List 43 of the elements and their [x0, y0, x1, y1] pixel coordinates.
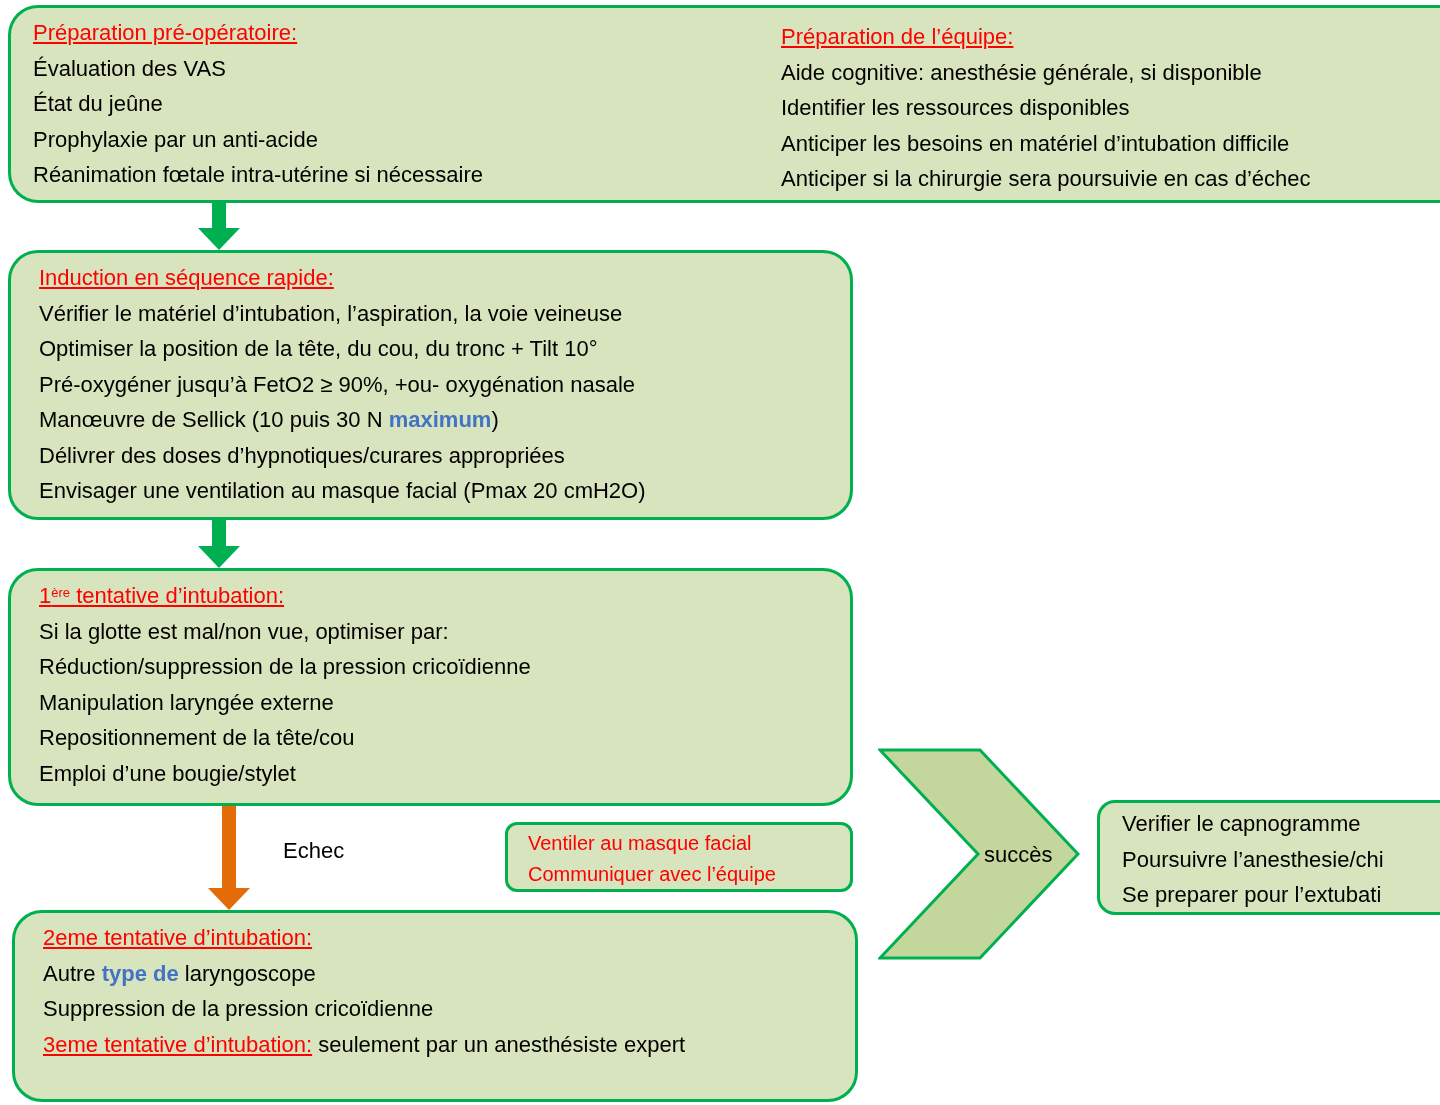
- process-box: [12, 910, 858, 1102]
- text-line: Anticiper les besoins en matériel d’intubation difficile: [781, 129, 1291, 158]
- note-box: [505, 822, 853, 892]
- note-line: Ventiler au masque facial: [528, 831, 753, 856]
- arrow: [198, 520, 240, 568]
- text-line: Identifier les ressources disponibles: [781, 94, 1131, 122]
- text-line: Optimiser la position de la tête, du cou, du tronc + Tilt 10°: [39, 335, 599, 363]
- text-line: Manœuvre de Sellick (10 puis 30 N maximum): [39, 406, 500, 434]
- section-heading: 2eme tentative d’intubation:: [43, 924, 314, 952]
- arrow: [198, 203, 240, 250]
- text-line: Évaluation des VAS: [33, 54, 227, 83]
- text-line: Vérifier le matériel d’intubation, l’aspiration, la voie veineuse: [39, 299, 624, 328]
- text-line: seulement par un anesthésiste expert: [318, 1031, 686, 1057]
- text-line: Envisager une ventilation au masque facial (Pmax 20 cmH2O): [39, 477, 647, 505]
- text-line: Repositionnement de la tête/cou: [39, 724, 356, 752]
- note-line: Communiquer avec l’équipe: [528, 862, 777, 887]
- section-heading: Préparation de l’équipe:: [781, 23, 1015, 51]
- arrow: [208, 806, 250, 910]
- section-heading: 1$^{ère}$ tentative d’intubation:: [39, 582, 286, 610]
- result-box: [1097, 800, 1440, 915]
- process-box: [8, 250, 853, 520]
- text-line: Prophylaxie par un anti-acide: [33, 125, 319, 154]
- section-heading: 3eme tentative d’intubation:: [43, 1031, 313, 1057]
- text-line: Autre type de laryngoscope: [43, 959, 317, 988]
- text-line: Poursuivre l’anesthesie/chi: [1122, 845, 1385, 874]
- text-line: Réduction/suppression de la pression cricoïdienne: [39, 653, 532, 681]
- text-line: Anticiper si la chirurgie sera poursuivie en cas d’échec: [781, 165, 1311, 193]
- text-line: Pré-oxygéner jusqu’à FetO2 ≥ 90%, +ou- oxygénation nasale: [39, 370, 637, 399]
- text-line: Délivrer des doses d’hypnotiques/curares appropriées: [39, 441, 566, 470]
- chevron-label: succès: [984, 841, 1053, 869]
- process-box: [8, 5, 1440, 203]
- text-line: Suppression de la pression cricoïdienne: [43, 995, 435, 1023]
- section-heading: Préparation pré-opératoire:: [33, 19, 299, 47]
- text-line: Se preparer pour l’extubati: [1122, 881, 1383, 909]
- section-heading: Induction en séquence rapide:: [39, 264, 335, 292]
- text-line: État du jeûne: [33, 90, 164, 118]
- text-line: Emploi d’une bougie/stylet: [39, 759, 297, 788]
- text-line: Réanimation fœtale intra-utérine si nécessaire: [33, 161, 484, 189]
- process-box: [8, 568, 853, 806]
- text-line: Verifier le capnogramme: [1122, 810, 1362, 838]
- text-line: Si la glotte est mal/non vue, optimiser par:: [39, 617, 450, 646]
- text-line: Manipulation laryngée externe: [39, 688, 335, 717]
- text-line: Aide cognitive: anesthésie générale, si disponible: [781, 58, 1263, 87]
